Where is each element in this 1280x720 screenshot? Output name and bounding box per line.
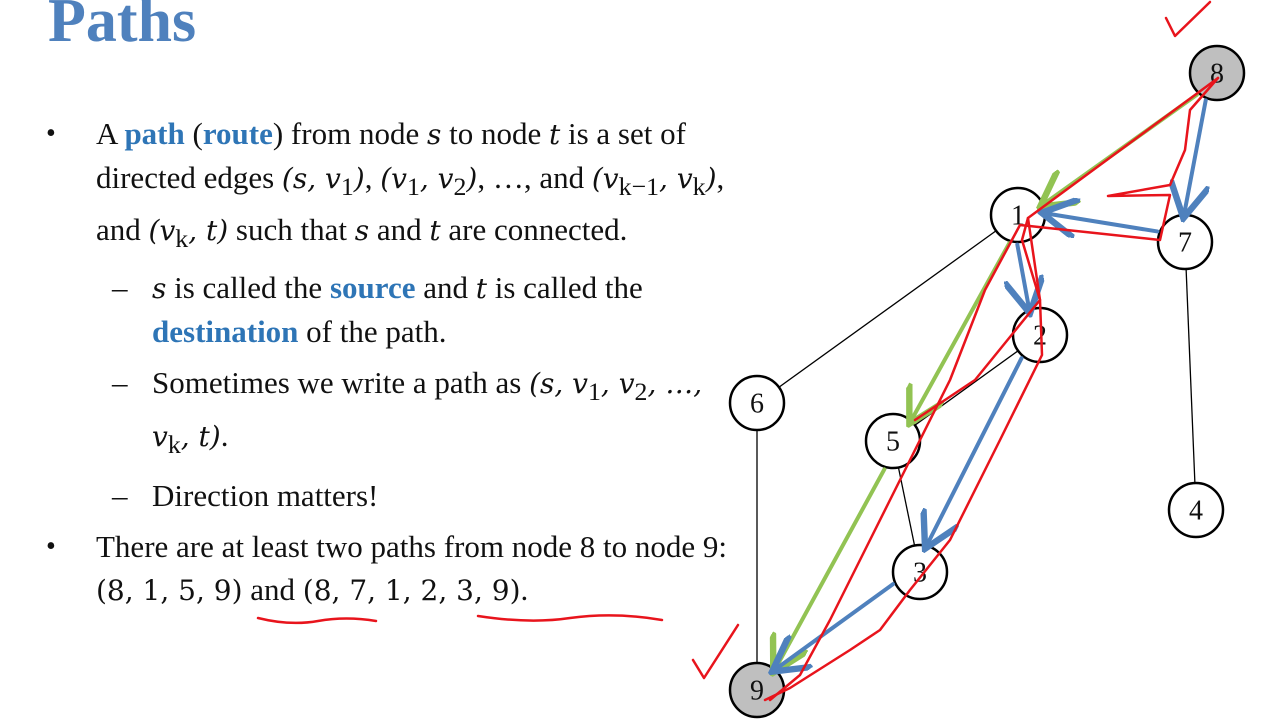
graph-node-label: 5 xyxy=(886,427,900,458)
ink-path-annotation xyxy=(768,76,1220,702)
graph-edge-1-6 xyxy=(778,230,997,388)
sub-bullet-list: s is called the source and t is called t… xyxy=(40,266,730,516)
text-run: is called the xyxy=(166,270,330,306)
math-text: 1 xyxy=(406,172,420,202)
text-run: are connected. xyxy=(440,212,628,248)
bullet-list: A path (route) from node s to node t is … xyxy=(40,112,730,618)
bullet-item: There are at least two paths from node 8… xyxy=(40,525,730,612)
math-text: (v xyxy=(380,162,407,195)
math-text: ) xyxy=(705,162,717,195)
math-text: k xyxy=(167,429,181,459)
math-text: , t) xyxy=(188,214,229,248)
sub-bullet-item: Sometimes we write a path as (s, v1, v2,… xyxy=(40,361,730,465)
math-text: k−1 xyxy=(618,172,660,202)
math-text: , v xyxy=(659,162,693,195)
blue-path-arrow-8-7 xyxy=(1185,98,1206,210)
text-run: of the path. xyxy=(298,314,447,350)
ink-path-annotation xyxy=(913,216,1042,422)
graph-node-label: 4 xyxy=(1189,496,1203,527)
text-run: and xyxy=(369,212,430,248)
text-run: ) from node xyxy=(272,116,427,151)
graph-edge-7-4 xyxy=(1185,268,1196,484)
text-run: . xyxy=(220,417,229,453)
ink-underline xyxy=(476,614,664,622)
text-run: Sometimes we write a path as xyxy=(152,365,530,401)
math-text: t xyxy=(548,118,561,151)
math-text: (s, v xyxy=(529,367,588,401)
text-run: ( xyxy=(184,116,203,151)
math-text: s xyxy=(426,118,442,151)
graph-node-label: 1 xyxy=(1011,201,1025,232)
graph-node-label: 9 xyxy=(750,676,764,707)
text-run: Direction matters! xyxy=(152,477,379,513)
graph-node-4: 4 xyxy=(1167,481,1225,539)
ink-underline xyxy=(256,616,378,625)
slide-title: Paths xyxy=(48,0,197,55)
blue-path-arrow-7-1 xyxy=(1050,214,1160,231)
ink-path-annotation xyxy=(763,76,1220,702)
math-text: 2 xyxy=(453,172,467,202)
math-text: 1 xyxy=(588,377,601,407)
text-run: to node xyxy=(441,116,549,151)
graph-node-1: 1 xyxy=(989,186,1047,244)
math-text: , v xyxy=(600,367,635,401)
graph-node-9: 9 xyxy=(728,661,786,719)
text-run: , …, and xyxy=(477,160,592,195)
ink-checkmark xyxy=(1164,0,1212,38)
highlight-term: source xyxy=(329,270,416,306)
graph-node-2: 2 xyxy=(1011,306,1069,364)
math-text: 1 xyxy=(340,172,354,202)
text-run: such that xyxy=(228,212,355,248)
math-text: (v xyxy=(591,162,619,195)
text-run: is called the xyxy=(487,270,643,306)
sub-bullet-item: Direction matters! xyxy=(40,474,730,517)
graph-node-6: 6 xyxy=(728,374,786,432)
graph-node-label: 7 xyxy=(1178,228,1192,259)
text-run: , and xyxy=(96,160,725,248)
blue-path-arrow-2-3 xyxy=(929,356,1024,541)
math-text: t xyxy=(429,214,441,248)
bullet-item: A path (route) from node s to node t is … xyxy=(40,112,730,260)
highlight-term: destination xyxy=(152,314,299,350)
text-run: . xyxy=(520,571,529,607)
blue-path-arrow-3-9 xyxy=(779,582,895,667)
sub-bullet-item: s is called the source and t is called t… xyxy=(40,266,730,353)
graph-node-7: 7 xyxy=(1156,213,1214,271)
text-run: and xyxy=(415,270,476,306)
math-text: k xyxy=(692,172,706,202)
math-text: ) xyxy=(466,162,478,195)
graph-node-3: 3 xyxy=(891,543,949,601)
math-text: k xyxy=(175,224,189,254)
math-text: , …, v xyxy=(152,367,703,453)
text-run: is a set of directed edges xyxy=(96,116,686,195)
math-text: , t) xyxy=(180,419,221,453)
math-text: (v xyxy=(148,214,176,248)
text-run: There are at least two paths from node 8… xyxy=(96,528,727,564)
text-run: (8, 7, 1, 2, 3, 9) xyxy=(302,573,521,607)
graph-node-5: 5 xyxy=(864,412,922,470)
text-run: A xyxy=(96,116,125,151)
math-text: , v xyxy=(419,162,454,195)
math-text: s xyxy=(152,272,167,306)
highlight-term: route xyxy=(202,116,273,151)
ink-checkmark xyxy=(691,623,740,680)
math-text: t xyxy=(475,272,487,306)
math-text: ) xyxy=(353,162,365,195)
highlight-term: path xyxy=(124,116,185,151)
blue-path-arrow-1-2 xyxy=(1017,242,1028,306)
graph-node-label: 2 xyxy=(1033,321,1047,352)
text-run: (8, 1, 5, 9) xyxy=(96,573,243,607)
text-run: and xyxy=(242,571,303,607)
math-text: 2 xyxy=(634,377,648,407)
math-text: (s, v xyxy=(281,162,341,195)
text-run: , xyxy=(364,160,381,195)
math-text: s xyxy=(354,214,370,248)
graph-node-label: 6 xyxy=(750,389,764,420)
green-path-arrow-5-9 xyxy=(777,467,887,665)
